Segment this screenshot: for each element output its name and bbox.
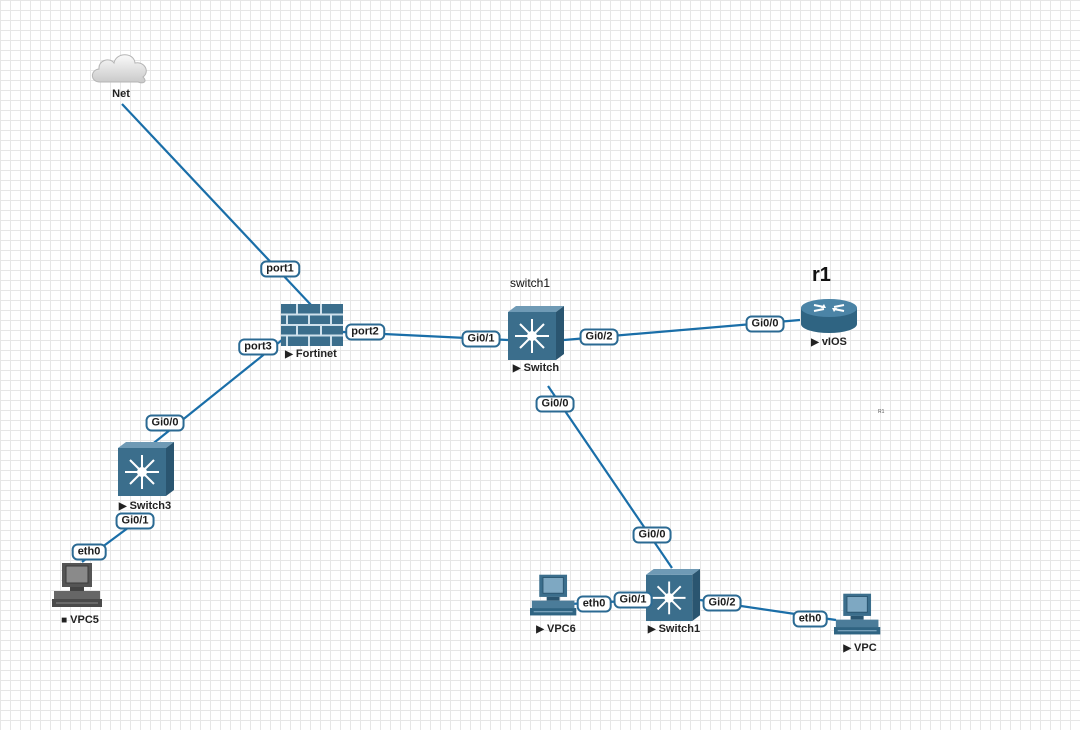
port-fortinet-port2[interactable]: port2 <box>345 323 385 341</box>
run-state-icon: ▶ <box>647 624 656 635</box>
node-vpc-label[interactable]: ▶VPC <box>843 642 877 654</box>
pc-icon <box>52 563 102 607</box>
switch-icon <box>508 306 564 360</box>
pc-icon <box>834 593 881 635</box>
port-switch1-gi02[interactable]: Gi0/2 <box>702 594 742 612</box>
node-net-label[interactable]: Net <box>112 88 130 100</box>
node-vpc5[interactable] <box>52 563 106 614</box>
tiny-note-label: R1 <box>878 409 885 415</box>
node-fortinet[interactable] <box>281 304 343 351</box>
port-switch1-gi01[interactable]: Gi0/1 <box>613 591 653 609</box>
port-vpc6-eth0[interactable]: eth0 <box>576 595 612 613</box>
node-vpc6[interactable] <box>530 574 580 623</box>
port-vpc5-eth0[interactable]: eth0 <box>71 543 107 561</box>
port-switch3-gi00[interactable]: Gi0/0 <box>145 414 185 432</box>
port-switch-gi00[interactable]: Gi0/0 <box>535 395 575 413</box>
node-vios-label[interactable]: ▶vIOS <box>811 336 847 348</box>
router-icon <box>801 299 857 333</box>
node-vpc5-label[interactable]: ■VPC5 <box>61 614 99 626</box>
stop-state-icon: ■ <box>61 615 68 626</box>
node-fortinet-label[interactable]: ▶Fortinet <box>285 348 337 360</box>
run-state-icon: ▶ <box>512 363 521 374</box>
run-state-icon: ▶ <box>811 337 819 348</box>
switch-icon <box>646 568 700 622</box>
firewall-icon <box>281 304 343 346</box>
port-switch-gi02[interactable]: Gi0/2 <box>579 328 619 346</box>
pc-icon <box>530 574 577 616</box>
port-switch1-gi00[interactable]: Gi0/0 <box>632 526 672 544</box>
cloud-icon <box>91 54 147 84</box>
node-switch3[interactable] <box>118 442 174 501</box>
switch-icon <box>118 442 174 496</box>
port-switch3-gi01[interactable]: Gi0/1 <box>115 512 155 530</box>
node-switch3-label[interactable]: ▶Switch3 <box>118 500 172 512</box>
r1-title-label: r1 <box>812 264 831 286</box>
node-switch[interactable] <box>508 306 564 365</box>
port-vpc-eth0[interactable]: eth0 <box>792 610 828 628</box>
port-fortinet-port3[interactable]: port3 <box>238 338 278 356</box>
node-switch-label[interactable]: ▶Switch <box>512 362 560 374</box>
node-vpc[interactable] <box>834 593 884 642</box>
run-state-icon: ▶ <box>118 501 127 512</box>
node-vios[interactable] <box>800 298 858 339</box>
run-state-icon: ▶ <box>536 624 544 635</box>
port-switch-gi01[interactable]: Gi0/1 <box>461 330 501 348</box>
node-switch1[interactable] <box>646 568 700 627</box>
run-state-icon: ▶ <box>285 349 293 360</box>
run-state-icon: ▶ <box>843 643 852 654</box>
node-net[interactable] <box>88 48 152 91</box>
port-fortinet-port1[interactable]: port1 <box>260 260 300 278</box>
switch1-title-label: switch1 <box>510 276 551 290</box>
node-vpc6-label[interactable]: ▶VPC6 <box>536 623 576 635</box>
node-switch1-label[interactable]: ▶Switch1 <box>647 623 701 635</box>
port-vios-gi00[interactable]: Gi0/0 <box>745 315 785 333</box>
